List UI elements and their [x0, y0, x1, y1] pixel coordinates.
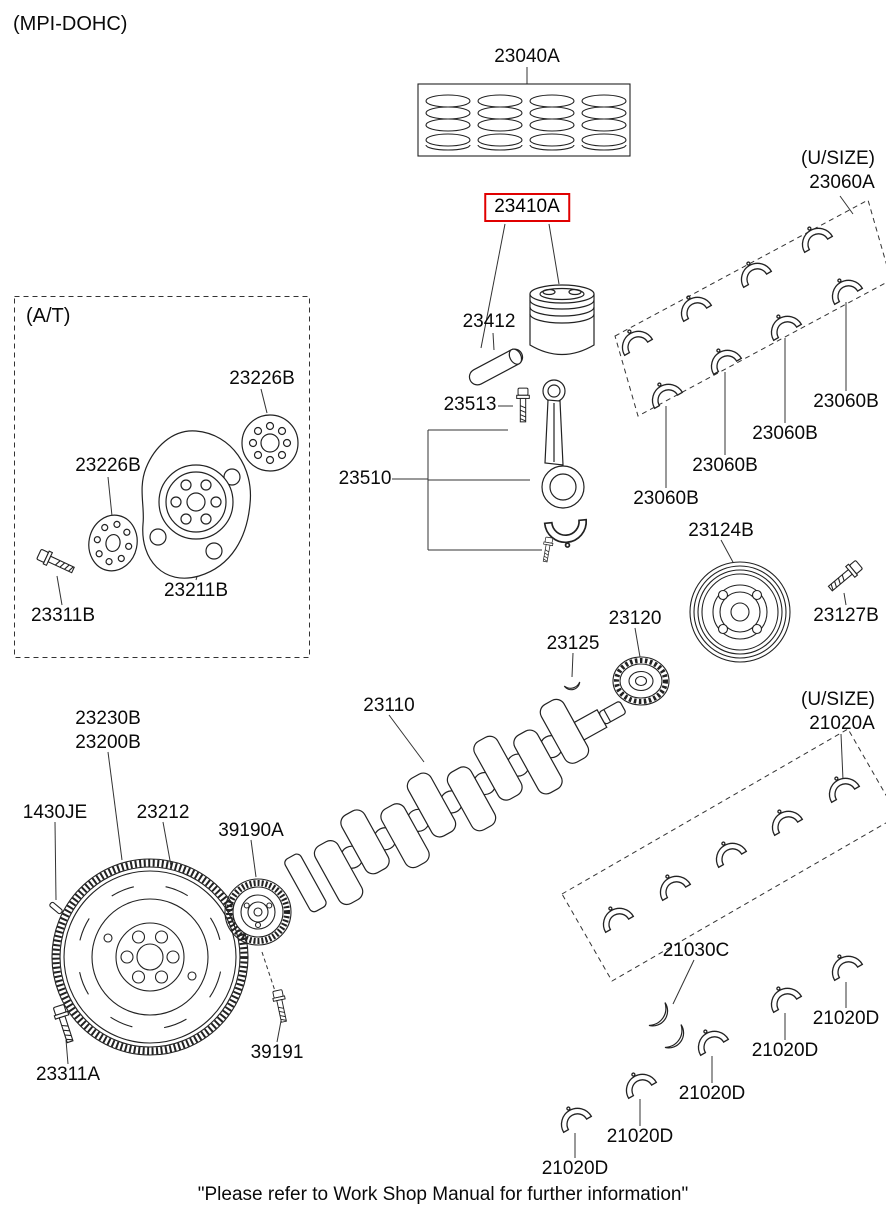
flywheel-bolt-drawing	[51, 1003, 78, 1045]
part-label-23110[interactable]: 23110	[363, 695, 415, 716]
engine-code-label: (MPI-DOHC)	[13, 13, 128, 35]
part-label-23124b[interactable]: 23124B	[688, 520, 754, 541]
part-label-23513[interactable]: 23513	[443, 394, 497, 415]
part-label-21020d-1[interactable]: 21020D	[812, 1008, 880, 1029]
part-label-39191[interactable]: 39191	[250, 1042, 304, 1063]
damper-pulley-drawing	[689, 561, 791, 663]
part-label-23510[interactable]: 23510	[338, 468, 392, 489]
at-adapter-plate-1-drawing	[241, 414, 299, 472]
at-drive-plate-drawing	[141, 430, 252, 579]
tone-wheel-drawing	[224, 878, 292, 946]
piston-ring-set-drawing	[417, 83, 631, 157]
footer-note: "Please refer to Work Shop Manual for fu…	[197, 1184, 689, 1205]
rod-bearing-set-box	[614, 199, 886, 417]
part-label-23212[interactable]: 23212	[136, 802, 190, 823]
at-group-label: (A/T)	[26, 305, 71, 327]
dowel-pin-drawing	[49, 901, 63, 915]
at-group-box	[14, 296, 310, 658]
part-label-23127b[interactable]: 23127B	[813, 605, 879, 626]
part-label-21020d-4[interactable]: 21020D	[606, 1126, 674, 1147]
tone-wheel-bolt-drawing	[271, 988, 291, 1024]
part-label-23200b[interactable]: 23200B	[75, 732, 141, 753]
at-adapter-plate-2-drawing	[88, 514, 138, 572]
part-label-21030c[interactable]: 21030C	[662, 940, 730, 961]
piston-drawing	[529, 284, 595, 355]
connecting-rod-drawing	[540, 379, 590, 563]
part-label-23226b-1[interactable]: 23226B	[229, 368, 295, 389]
undersize-note-upper: (U/SIZE)	[801, 148, 875, 169]
part-label-23120[interactable]: 23120	[608, 608, 662, 629]
thrust-bearing-clips	[648, 1001, 690, 1054]
part-label-21020a[interactable]: 21020A	[809, 713, 875, 734]
part-label-23410a-text: 23410A	[494, 196, 560, 217]
part-label-1430je[interactable]: 1430JE	[22, 802, 88, 823]
rod-bearing-shells	[614, 218, 864, 409]
conrod-bolt-drawing	[516, 387, 530, 423]
crankshaft-drawing	[284, 698, 626, 913]
part-label-23211b[interactable]: 23211B	[163, 580, 229, 601]
part-label-21020d-2[interactable]: 21020D	[751, 1040, 819, 1061]
pulley-bolt-drawing	[825, 558, 865, 595]
sprocket-drawing	[612, 656, 670, 706]
part-label-23060b-3[interactable]: 23060B	[692, 455, 758, 476]
part-label-23230b[interactable]: 23230B	[75, 708, 141, 729]
part-label-23311b[interactable]: 23311B	[30, 605, 96, 626]
ring-gear-teeth	[52, 859, 248, 1055]
part-label-23060b-4[interactable]: 23060B	[633, 488, 699, 509]
part-label-23040a[interactable]: 23040A	[494, 46, 560, 67]
part-label-23060b-2[interactable]: 23060B	[752, 423, 818, 444]
flywheel-drawing	[51, 858, 249, 1056]
part-label-39190a[interactable]: 39190A	[218, 820, 284, 841]
part-label-23412[interactable]: 23412	[462, 311, 516, 332]
undersize-note-lower: (U/SIZE)	[801, 689, 875, 710]
part-label-23311a[interactable]: 23311A	[35, 1064, 101, 1085]
part-label-23125[interactable]: 23125	[546, 633, 600, 654]
part-label-21020d-5[interactable]: 21020D	[541, 1158, 609, 1179]
woodruff-key-drawing	[563, 681, 581, 691]
main-bearing-set-box	[561, 728, 886, 982]
part-label-21020d-3[interactable]: 21020D	[678, 1083, 746, 1104]
part-label-23226b-2[interactable]: 23226B	[75, 455, 141, 476]
main-bearing-shells-set	[595, 768, 861, 933]
piston-pin-drawing	[468, 348, 524, 386]
part-label-23060a[interactable]: 23060A	[809, 172, 875, 193]
part-label-23060b-1[interactable]: 23060B	[813, 391, 879, 412]
part-label-23410a-highlighted[interactable]: 23410A	[484, 193, 570, 222]
at-bolt-drawing	[35, 547, 77, 577]
